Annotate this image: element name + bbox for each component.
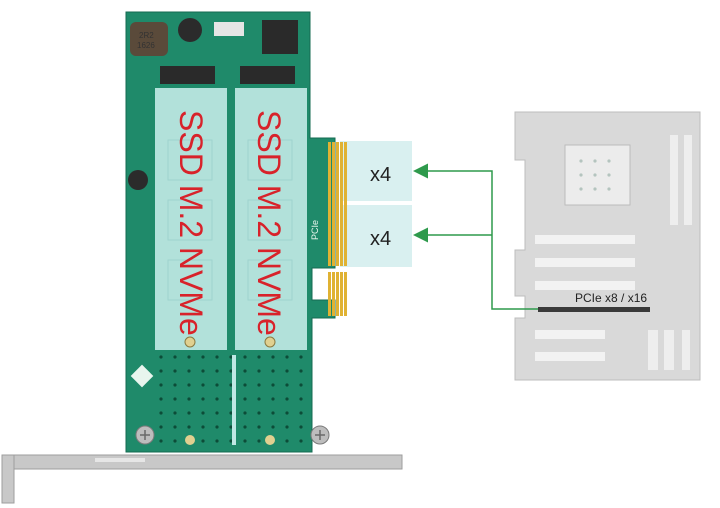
ssd-label-1: SSD M.2 NVMe [173, 110, 209, 336]
arrow-icon [413, 163, 538, 310]
expansion-slots [535, 235, 635, 361]
standoff [184, 336, 196, 348]
screw-icon [135, 425, 155, 445]
inductor [130, 22, 168, 56]
screw-icon [310, 425, 330, 445]
m2-slot-1 [155, 88, 227, 350]
pcie-gold-fingers [328, 272, 348, 316]
svg-text:2R2: 2R2 [139, 31, 154, 40]
motherboard-connectors [648, 330, 690, 370]
capacitor [128, 170, 148, 190]
motherboard-outline [514, 111, 701, 381]
memory-slots [670, 135, 692, 225]
lane-label-1: x4 [370, 164, 391, 186]
ssd-label-2: SSD M.2 NVMe [251, 110, 287, 336]
capacitor [178, 18, 202, 42]
lane-box-1 [340, 141, 412, 201]
standoff [264, 336, 276, 348]
pcie-gold-fingers [328, 142, 348, 266]
adapter-card: PCIe 2R2 1626 SSD M.2 NVMe SSD M.2 NVMe [1, 11, 403, 504]
m2-connector-1 [160, 66, 215, 84]
svg-text:1626: 1626 [137, 41, 155, 50]
pcb-marking: PCIe [310, 220, 320, 240]
lane-indicators: x4 x4 [340, 141, 538, 310]
m2-slot-2 [235, 88, 307, 350]
m2-connector-2 [240, 66, 295, 84]
pcie-slot-label: PCIe x8 / x16 [575, 291, 647, 305]
controller-chip [262, 20, 298, 54]
lane-box-2 [340, 205, 412, 267]
lane-label-2: x4 [370, 228, 391, 250]
motherboard: PCIe x8 / x16 [514, 111, 701, 381]
pcie-slot [538, 307, 650, 312]
mounting-bracket [1, 454, 403, 470]
